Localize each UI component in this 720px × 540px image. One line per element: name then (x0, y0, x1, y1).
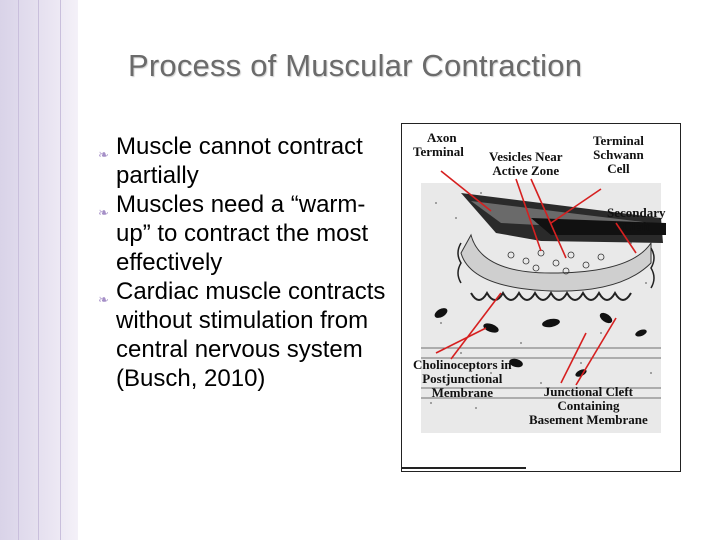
label-line: Cell (607, 161, 630, 176)
neuromuscular-junction-drawing (401, 123, 681, 472)
side-bar-stripe (18, 0, 19, 540)
leaf-bullet-icon: ❧ (98, 147, 109, 162)
label-secondary-cleft: Secondary Cleft (607, 206, 666, 234)
schwann-pointer (550, 188, 602, 224)
label-line: Membrane (431, 385, 493, 400)
bullet-list: ❧ Muscle cannot contract partially ❧ Mus… (98, 132, 398, 393)
label-line: Terminal (413, 144, 464, 159)
side-bar-stripe (38, 0, 39, 540)
muscle-nuclei (434, 308, 647, 377)
side-bar-stripe (60, 0, 61, 540)
label-line: Secondary (607, 205, 666, 220)
presynaptic-bulb (460, 233, 652, 292)
label-cholinoceptors: Cholinoceptors in Postjunctional Membran… (413, 358, 512, 400)
cholinoceptors-pointer-2 (450, 292, 502, 360)
junctional-folds (470, 290, 632, 301)
label-terminal-schwann: Terminal Schwann Cell (593, 134, 644, 176)
secondary-cleft-pointer (615, 222, 637, 254)
label-line: Axon (427, 130, 457, 145)
label-line: Containing (557, 398, 620, 413)
label-line: Schwann (593, 147, 644, 162)
label-junctional-cleft: Junctional Cleft Containing Basement Mem… (529, 385, 648, 427)
pointer-lines (435, 170, 637, 386)
label-line: Postjunctional (422, 371, 503, 386)
label-line: Junctional Cleft (543, 384, 633, 399)
bullet-item: ❧ Muscles need a “warm-up” to contract t… (98, 190, 398, 277)
junctional-cleft-pointer-2 (575, 317, 617, 386)
label-vesicles: Vesicles Near Active Zone (489, 150, 563, 178)
leaf-bullet-icon: ❧ (98, 292, 109, 307)
muscle-striations (421, 347, 661, 399)
schwann-cell-shape (531, 218, 666, 235)
label-line: Cleft (622, 219, 650, 234)
junctional-cleft-pointer-1 (560, 332, 587, 384)
label-line: Terminal (593, 133, 644, 148)
slide-title: Process of Muscular Contraction (128, 48, 583, 83)
label-line: Vesicles Near (489, 149, 563, 164)
bullet-text: Cardiac muscle contracts without stimula… (116, 278, 386, 392)
left-folds (457, 242, 462, 284)
label-line: Basement Membrane (529, 412, 648, 427)
bullet-item: ❧ Cardiac muscle contracts without stimu… (98, 277, 398, 393)
vesicles-pointer-2 (530, 178, 567, 259)
decorative-side-bar (0, 0, 78, 540)
right-folds (650, 247, 655, 289)
bullet-text: Muscles need a “warm-up” to contract the… (116, 191, 369, 276)
label-line: Cholinoceptors in (413, 357, 512, 372)
bullet-text: Muscle cannot contract partially (116, 133, 363, 189)
neuromuscular-junction-figure: Axon Terminal Vesicles Near Active Zone … (401, 123, 681, 472)
label-axon-terminal: Axon Terminal (413, 130, 464, 159)
axon-pointer (440, 170, 492, 212)
vesicles-pointer-1 (515, 178, 542, 252)
bullet-item: ❧ Muscle cannot contract partially (98, 132, 398, 190)
leaf-bullet-icon: ❧ (98, 205, 109, 220)
cholinoceptors-pointer-1 (435, 327, 487, 354)
label-line: Active Zone (492, 163, 560, 178)
